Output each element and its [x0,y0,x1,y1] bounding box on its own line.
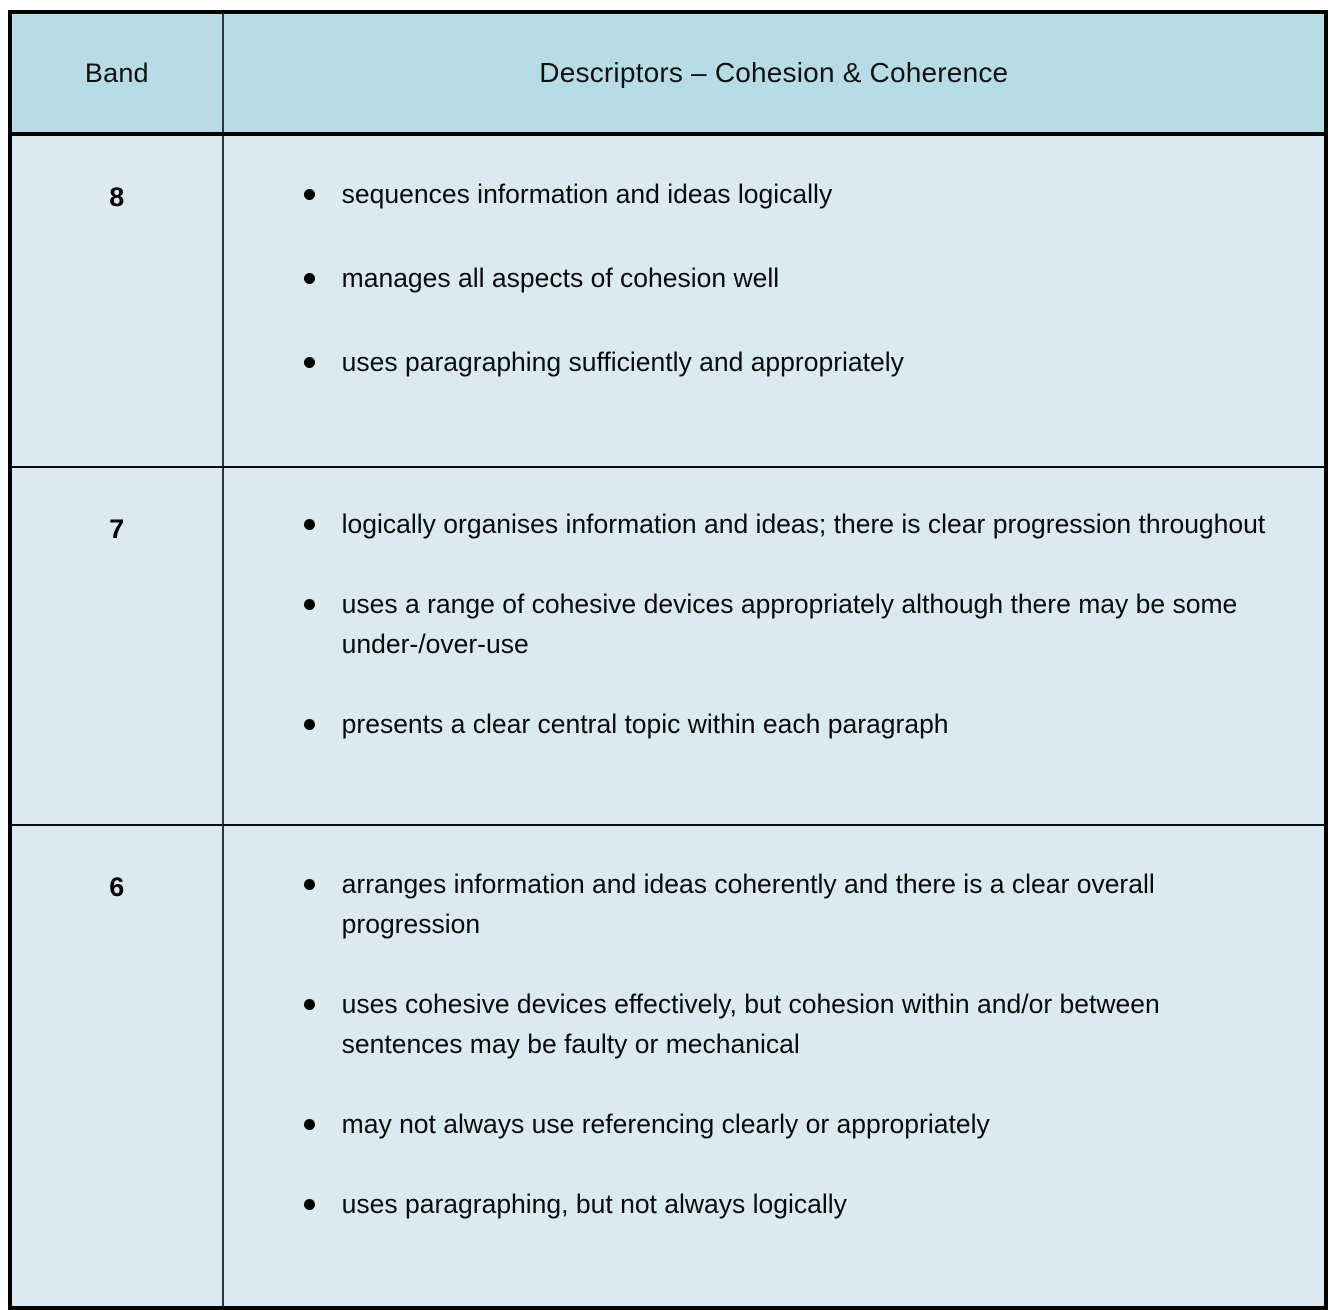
header-row: Band Descriptors – Cohesion & Coherence [10,12,1326,136]
bullet-icon [303,519,315,530]
column-header-descriptors: Descriptors – Cohesion & Coherence [222,12,1326,136]
band-cell: 7 [10,467,224,826]
descriptor-text: uses paragraphing, but not always logica… [341,1189,847,1219]
table-row: 7 logically organises information and id… [10,467,1326,826]
descriptor-text: arranges information and ideas coherentl… [341,869,1155,939]
descriptor-text: may not always use referencing clearly o… [341,1109,990,1139]
list-item: may not always use referencing clearly o… [224,1104,1294,1144]
list-item: uses a range of cohesive devices appropr… [224,584,1294,664]
list-item: uses paragraphing, but not always logica… [224,1184,1294,1224]
descriptor-text: uses a range of cohesive devices appropr… [341,589,1238,659]
band-number: 7 [109,514,125,544]
bullet-icon [303,999,315,1010]
band-descriptors-table: Band Descriptors – Cohesion & Coherence … [8,10,1328,1310]
list-item: uses paragraphing sufficiently and appro… [224,342,1294,382]
band-cell: 6 [10,825,224,1308]
table-row: 6 arranges information and ideas coheren… [10,825,1326,1308]
list-item: sequences information and ideas logicall… [224,174,1294,214]
bullet-icon [303,599,315,610]
table-body: 8 sequences information and ideas logica… [10,134,1326,1308]
descriptor-text: uses cohesive devices effectively, but c… [341,989,1160,1059]
descriptor-list: arranges information and ideas coherentl… [224,826,1324,1306]
column-header-band: Band [10,12,224,136]
descriptors-cell: arranges information and ideas coherentl… [222,825,1326,1308]
band-cell: 8 [10,134,224,468]
table-header: Band Descriptors – Cohesion & Coherence [10,12,1326,136]
column-header-descriptors-label: Descriptors – Cohesion & Coherence [539,57,1009,88]
descriptor-text: manages all aspects of cohesion well [341,263,780,293]
bullet-icon [303,1199,315,1210]
band-number: 8 [109,182,125,212]
bullet-icon [303,189,315,200]
descriptor-list: sequences information and ideas logicall… [224,136,1324,466]
list-item: logically organises information and idea… [224,504,1294,544]
list-item: uses cohesive devices effectively, but c… [224,984,1294,1064]
descriptor-text: presents a clear central topic within ea… [341,709,949,739]
page-root: Band Descriptors – Cohesion & Coherence … [8,10,1328,1310]
descriptors-cell: sequences information and ideas logicall… [222,134,1326,468]
list-item: manages all aspects of cohesion well [224,258,1294,298]
column-header-band-label: Band [84,57,149,88]
bullet-icon [303,879,315,890]
list-item: arranges information and ideas coherentl… [224,864,1294,944]
descriptor-text: logically organises information and idea… [341,509,1266,539]
descriptor-text: sequences information and ideas logicall… [341,179,833,209]
table-row: 8 sequences information and ideas logica… [10,134,1326,468]
bullet-icon [303,357,315,368]
descriptors-cell: logically organises information and idea… [222,467,1326,826]
bullet-icon [303,719,315,730]
bullet-icon [303,1119,315,1130]
band-number: 6 [109,872,125,902]
descriptor-text: uses paragraphing sufficiently and appro… [341,347,904,377]
bullet-icon [303,273,315,284]
descriptor-list: logically organises information and idea… [224,468,1324,824]
list-item: presents a clear central topic within ea… [224,704,1294,744]
